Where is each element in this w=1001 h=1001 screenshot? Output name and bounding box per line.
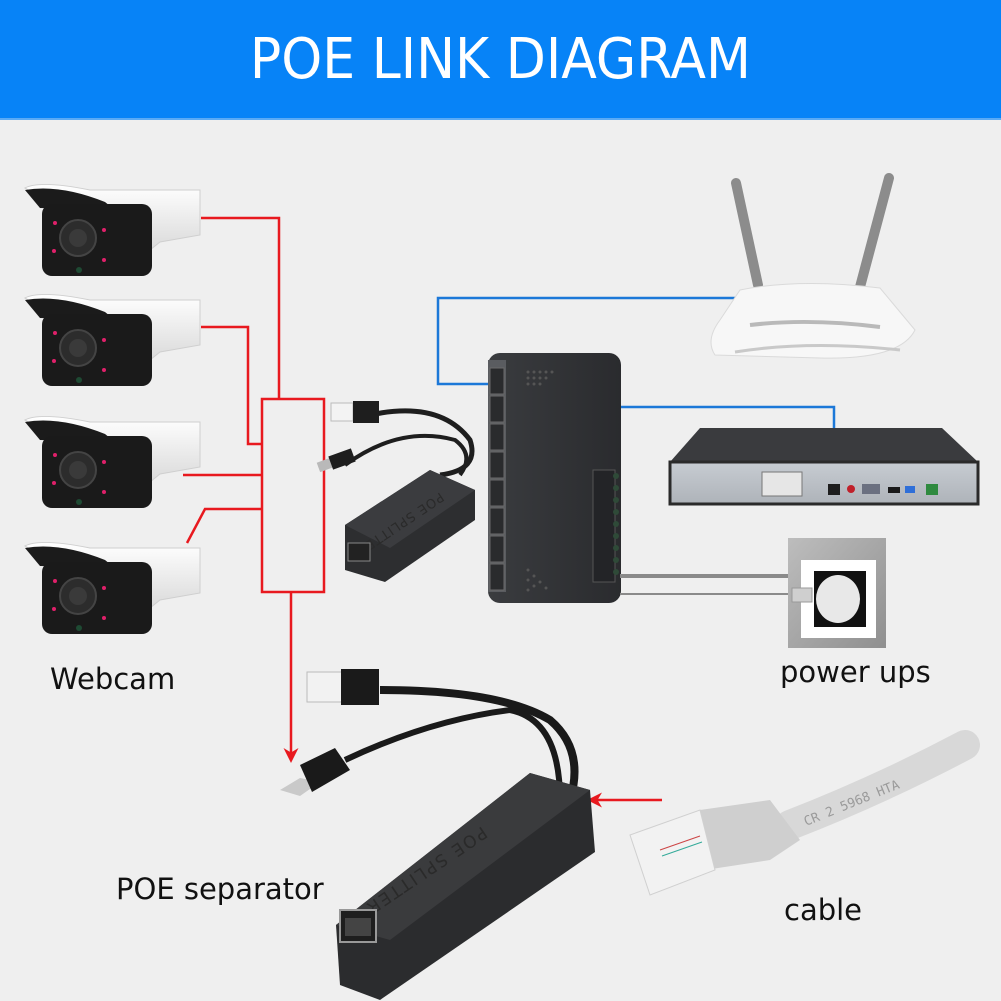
power-wiring (183, 216, 662, 808)
cable-label: cable (784, 893, 863, 927)
router (710, 173, 916, 359)
poe-splitter-small: POE SPLITTER (316, 401, 475, 582)
power-line-cam1 (201, 216, 281, 399)
webcam-4 (23, 541, 201, 634)
webcam-label: Webcam (50, 662, 176, 696)
data-line-router (436, 296, 736, 386)
power-junction-box (260, 397, 326, 594)
header-banner: POE LINK DIAGRAM (0, 0, 1001, 120)
ethernet-cable: CR 2 5968 HTA (629, 730, 980, 896)
webcam-2 (23, 293, 201, 386)
nvr (668, 428, 980, 506)
power-line-cam2 (201, 325, 262, 446)
power-ups-label: power ups (780, 655, 931, 689)
poe-switch (488, 353, 621, 603)
poe-splitter-large: POE SPLITTER (280, 669, 595, 1000)
poe-separator-label: POE separator (116, 872, 324, 906)
power-line-cam4 (185, 507, 262, 544)
webcam-3 (23, 415, 201, 508)
power-socket (620, 538, 886, 648)
page-title: POE LINK DIAGRAM (249, 26, 752, 92)
webcam-1 (23, 183, 201, 276)
